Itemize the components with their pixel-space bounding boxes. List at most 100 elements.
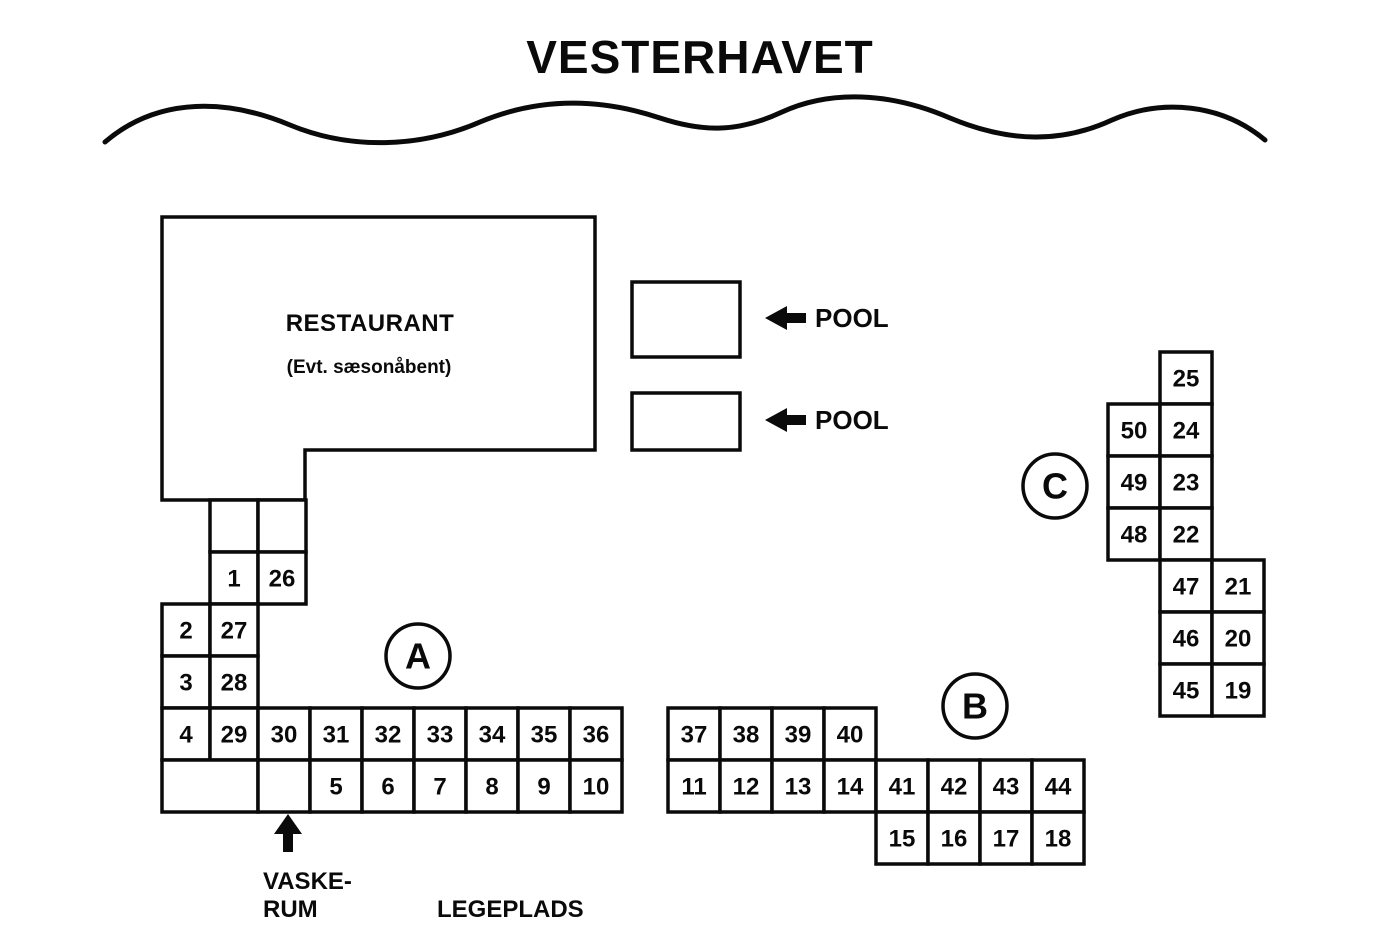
plot-number-7: 7	[433, 774, 446, 801]
plot-number-22: 22	[1173, 522, 1200, 549]
plot-number-42: 42	[941, 774, 968, 801]
plot-number-45: 45	[1173, 678, 1200, 705]
plot-number-19: 19	[1225, 678, 1252, 705]
plot-number-32: 32	[375, 722, 402, 749]
plot-number-23: 23	[1173, 470, 1200, 497]
plot-number-16: 16	[941, 826, 968, 853]
plot-number-9: 9	[537, 774, 550, 801]
plot-45	[1158, 662, 1214, 718]
plot-number-30: 30	[271, 722, 298, 749]
restaurant-label: RESTAURANT	[286, 310, 455, 337]
plot-number-18: 18	[1045, 826, 1072, 853]
plot-number-8: 8	[485, 774, 498, 801]
plot-number-35: 35	[531, 722, 558, 749]
plot-42	[926, 758, 982, 814]
plot-26	[256, 550, 308, 606]
plot-15	[874, 810, 930, 866]
plot-7	[412, 758, 468, 814]
plot-3	[160, 654, 212, 710]
plot-number-13: 13	[785, 774, 812, 801]
section-c-circle	[1021, 452, 1089, 520]
plot-number-40: 40	[837, 722, 864, 749]
empty-plot-cell	[160, 758, 260, 814]
arrow-up-icon	[274, 814, 302, 852]
pool-2-label: POOL	[815, 405, 889, 435]
pool-2-rect	[630, 391, 742, 452]
plot-number-44: 44	[1045, 774, 1072, 801]
empty-plot-cell	[208, 498, 260, 554]
section-b-label: B	[962, 686, 988, 727]
plot-43	[978, 758, 1034, 814]
plot-number-21: 21	[1225, 574, 1252, 601]
plot-number-10: 10	[583, 774, 610, 801]
plot-number-27: 27	[221, 618, 248, 645]
plot-19	[1210, 662, 1266, 718]
plot-number-28: 28	[221, 670, 248, 697]
plot-number-31: 31	[323, 722, 350, 749]
plot-number-36: 36	[583, 722, 610, 749]
plot-number-41: 41	[889, 774, 916, 801]
plots-group: 1 26 2 27 3 28 4 29 30 31 32 33 34 35 36 5 6 7 8 9 10 37 38 39 4…	[160, 350, 1266, 866]
page-title: VESTERHAVET	[526, 31, 874, 83]
plot-number-20: 20	[1225, 626, 1252, 653]
pool-1-rect	[630, 280, 742, 359]
plot-13	[770, 758, 826, 814]
laundry-label-line2: RUM	[263, 896, 318, 923]
plot-number-24: 24	[1173, 418, 1200, 445]
plot-number-12: 12	[733, 774, 760, 801]
plot-number-26: 26	[269, 566, 296, 593]
plot-number-33: 33	[427, 722, 454, 749]
pool-1-label: POOL	[815, 303, 889, 333]
plot-31	[308, 706, 364, 762]
plot-46	[1158, 610, 1214, 666]
plot-21	[1210, 558, 1266, 614]
plot-20	[1210, 610, 1266, 666]
laundry-label-line1: VASKE-	[263, 868, 352, 895]
arrow-left-icon	[765, 408, 806, 432]
plot-22	[1158, 506, 1214, 562]
sea-wave-line	[102, 94, 1268, 146]
plot-number-4: 4	[179, 722, 193, 749]
section-a-circle	[384, 622, 452, 690]
plot-number-3: 3	[179, 670, 192, 697]
plot-9	[516, 758, 572, 814]
playground-label: LEGEPLADS	[437, 896, 584, 923]
plot-number-37: 37	[681, 722, 708, 749]
plot-number-50: 50	[1121, 418, 1148, 445]
plot-number-1: 1	[227, 566, 240, 593]
empty-plot-cell	[256, 758, 312, 814]
plot-36	[568, 706, 624, 762]
plot-10	[568, 758, 624, 814]
plot-number-2: 2	[179, 618, 192, 645]
plot-25	[1158, 350, 1214, 406]
plot-number-14: 14	[837, 774, 864, 801]
plot-24	[1158, 402, 1214, 458]
plot-number-11: 11	[681, 774, 706, 801]
plot-number-25: 25	[1173, 366, 1200, 393]
plot-number-47: 47	[1173, 574, 1200, 601]
section-b-circle	[941, 672, 1009, 740]
plot-29	[208, 706, 260, 762]
plot-35	[516, 706, 572, 762]
plot-number-48: 48	[1121, 522, 1148, 549]
restaurant-outline	[160, 215, 597, 502]
plot-number-43: 43	[993, 774, 1020, 801]
plot-number-5: 5	[329, 774, 342, 801]
plot-number-46: 46	[1173, 626, 1200, 653]
plot-6	[360, 758, 416, 814]
section-c-label: C	[1042, 466, 1068, 507]
plot-40	[822, 706, 878, 762]
plot-number-15: 15	[889, 826, 916, 853]
section-a-label: A	[405, 636, 431, 677]
plot-number-17: 17	[993, 826, 1020, 853]
plot-number-34: 34	[479, 722, 506, 749]
plot-number-6: 6	[381, 774, 394, 801]
plot-18	[1030, 810, 1086, 866]
plot-number-39: 39	[785, 722, 812, 749]
plot-number-49: 49	[1121, 470, 1148, 497]
plot-28	[208, 654, 260, 710]
plot-number-38: 38	[733, 722, 760, 749]
plot-number-29: 29	[221, 722, 248, 749]
